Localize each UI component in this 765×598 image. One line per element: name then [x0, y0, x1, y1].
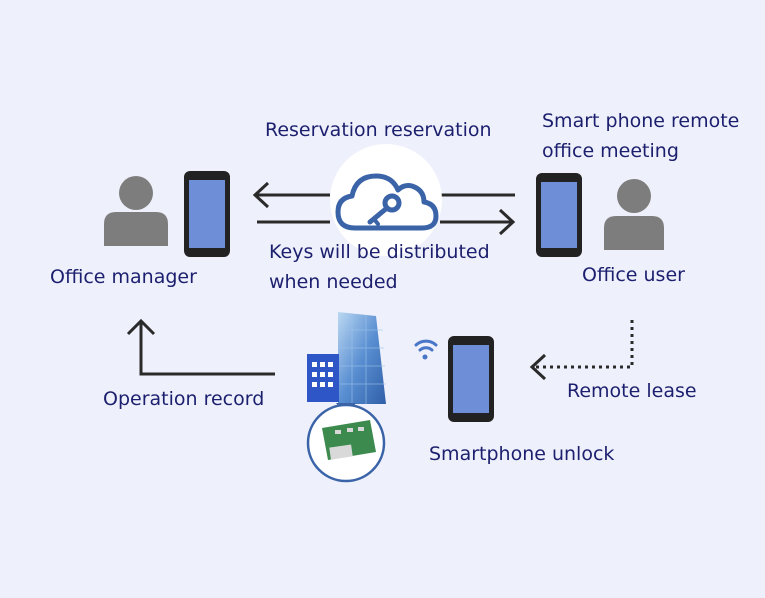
user-person-icon [604, 179, 664, 250]
keys-distributed-label-line1: Keys will be distributed [269, 241, 490, 263]
manager-phone-icon [184, 171, 230, 257]
remote-lease-label: Remote lease [567, 380, 697, 402]
reservation-arrows [252, 181, 516, 236]
remote-lease-arrowhead [529, 353, 547, 381]
unlock-phone-icon [448, 336, 494, 422]
office-user-label: Office user [582, 264, 685, 286]
circuit-board-icon [306, 403, 386, 483]
office-manager-label: Office manager [50, 266, 197, 288]
keys-distributed-label-line2: when needed [269, 271, 398, 293]
office-building-icon [307, 312, 386, 404]
remote-meeting-label-line1: Smart phone remote [542, 110, 740, 132]
smartphone-unlock-label: Smartphone unlock [429, 443, 615, 465]
operation-record-label: Operation record [103, 388, 265, 410]
reservation-label: Reservation reservation [265, 119, 492, 141]
operation-record-arrow [126, 318, 275, 376]
wifi-icon [414, 339, 438, 360]
user-phone-icon [536, 173, 582, 257]
manager-person-icon [104, 176, 168, 246]
remote-lease-arrow [533, 320, 634, 369]
remote-meeting-label-line2: office meeting [542, 140, 679, 162]
cloud-key-icon [330, 144, 442, 256]
